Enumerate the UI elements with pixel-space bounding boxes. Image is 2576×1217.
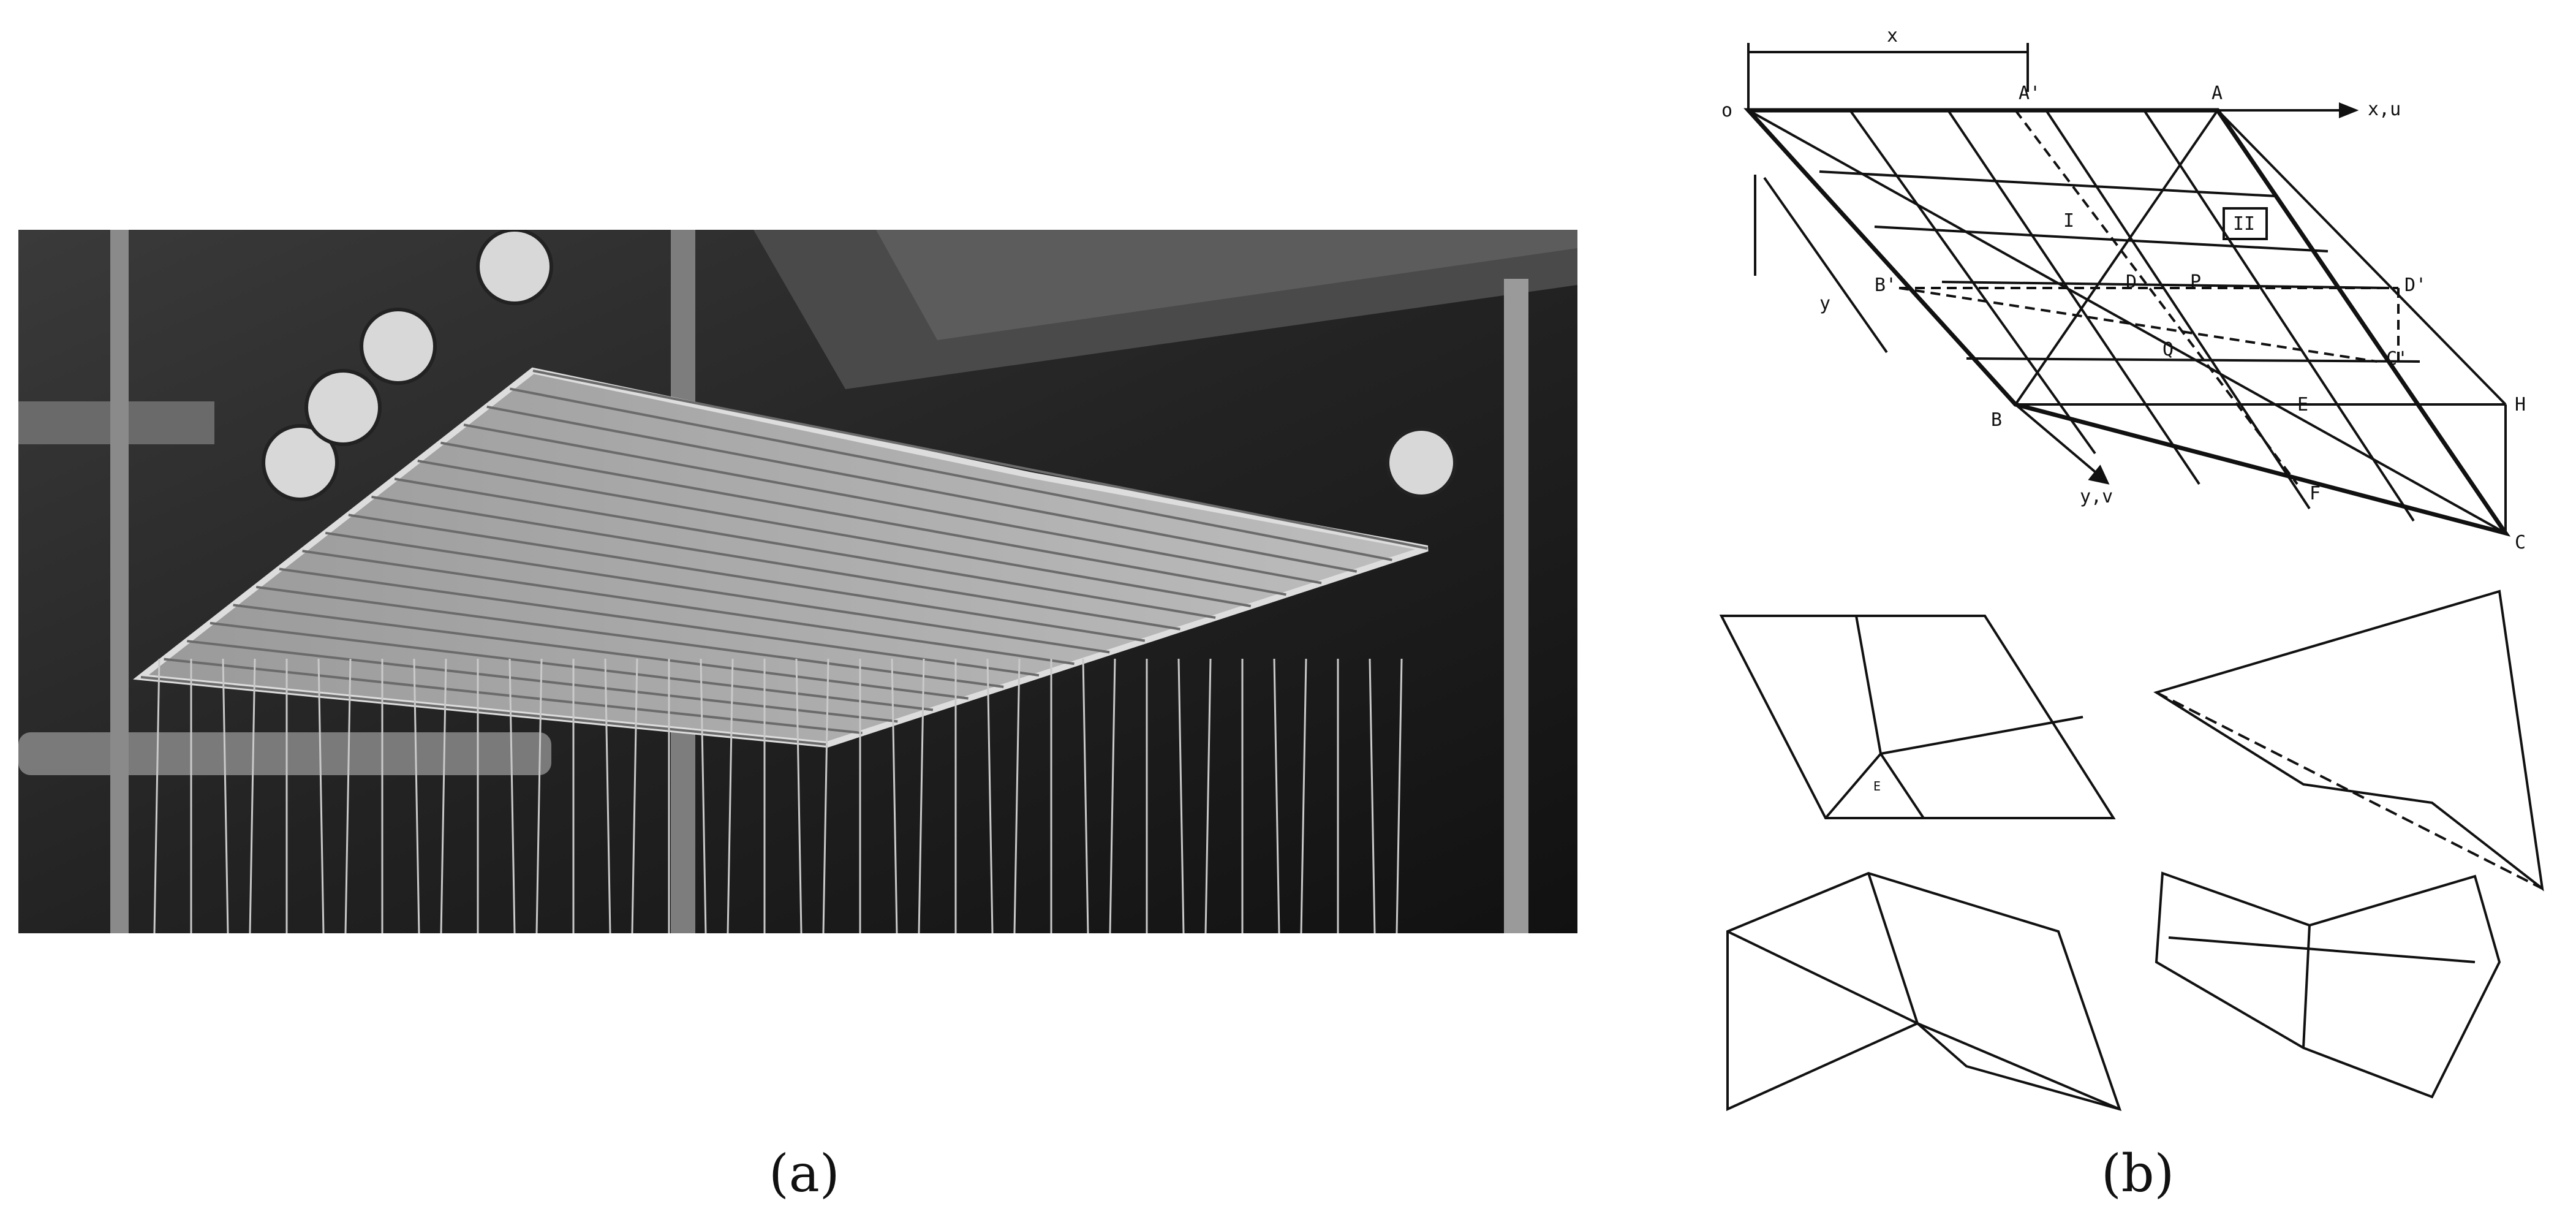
hanging-wire: [1082, 658, 1089, 933]
label-region-ii: II: [2233, 213, 2255, 235]
hanging-wire: [1109, 658, 1116, 933]
small-diagram-4: [2155, 871, 2501, 1099]
hanging-wire: [891, 658, 898, 933]
hanging-wire: [1177, 658, 1185, 933]
hanging-wire: [631, 658, 638, 933]
mesh-cable: [440, 441, 1286, 596]
hanging-wire: [1204, 658, 1212, 933]
hanging-wire: [222, 658, 229, 933]
label-point-c-prime: C': [2386, 348, 2408, 370]
label-point-h: H: [2515, 394, 2526, 415]
dial-gauges: [262, 230, 1457, 501]
small-diagram-2: [2153, 590, 2544, 892]
schematic-svg: x x,u y y,v o A' A B' D P D' Q C' B E H …: [1719, 25, 2544, 1112]
hanging-wire: [344, 658, 352, 933]
small-diagram-1: [1719, 615, 2116, 819]
caption-a: (a): [769, 1143, 840, 1204]
vertical-post: [110, 230, 129, 933]
mesh-cable: [509, 387, 1392, 561]
vertical-post: [1504, 279, 1528, 933]
mesh-cable: [255, 585, 1004, 688]
hanging-wire: [795, 658, 803, 933]
schematic-drawings: x x,u y y,v o A' A B' D P D' Q C' B E H …: [1617, 6, 2573, 1146]
mesh-cable: [463, 423, 1322, 585]
mesh-cable: [486, 405, 1358, 573]
dimension-line-y: [1763, 176, 1888, 354]
label-point-c: C: [2515, 532, 2526, 553]
hanging-wire: [1273, 658, 1280, 933]
label-small-e: E: [1873, 779, 1881, 794]
mesh-cable: [210, 621, 934, 711]
mesh-cable: [325, 531, 1110, 654]
label-point-d: D: [2126, 271, 2137, 293]
label-point-e: E: [2297, 394, 2308, 415]
hanging-wire: [1369, 658, 1376, 933]
floor-beam: [18, 732, 551, 775]
label-point-a: A: [2212, 83, 2223, 104]
mesh-cable: [532, 370, 1428, 550]
hanging-wire: [822, 658, 829, 933]
label-point-b-prime: B': [1875, 275, 1897, 296]
hanging-wire: [986, 658, 994, 933]
hanging-wire: [440, 658, 447, 933]
mesh-cable: [302, 550, 1075, 665]
hanging-wire: [727, 658, 734, 933]
mesh-cable: [279, 567, 1040, 677]
label-axis-y: y,v: [2080, 486, 2113, 507]
label-point-b: B: [1991, 409, 2002, 431]
label-y-dimension: y: [1819, 293, 1830, 314]
caption-b: (b): [2101, 1143, 2175, 1204]
hanging-wire: [317, 658, 325, 933]
hanging-wire: [508, 658, 516, 933]
hanging-wire: [1013, 658, 1021, 933]
hanging-wire: [535, 658, 543, 933]
mesh-cable: [394, 477, 1216, 619]
hanging-wire: [1300, 658, 1307, 933]
hanging-wire: [153, 658, 161, 933]
label-x-dimension: x: [1887, 25, 1898, 47]
mesh-cable: [187, 640, 898, 723]
axis-y-arrow: [2014, 403, 2096, 473]
label-point-q: Q: [2162, 339, 2174, 360]
small-diagram-3: [1726, 871, 2122, 1112]
photo-illustration: [18, 230, 1577, 933]
mesh-cable: [417, 460, 1252, 608]
hanging-wire: [604, 658, 611, 933]
hanging-wire: [413, 658, 420, 933]
label-point-o: o: [1721, 100, 1732, 121]
mesh-cable: [140, 676, 828, 746]
mesh-cable: [233, 604, 969, 700]
label-point-a-prime: A': [2019, 83, 2041, 104]
hanging-wire: [1396, 658, 1403, 933]
cable-net-photo: [18, 230, 1577, 933]
hanging-wire: [249, 658, 256, 933]
hanging-wire: [918, 658, 925, 933]
mesh-cable: [164, 658, 863, 735]
mesh-cable: [348, 514, 1146, 642]
label-region-i: I: [2063, 210, 2074, 232]
label-point-p: P: [2190, 271, 2201, 293]
label-point-f: F: [2310, 483, 2321, 504]
hanging-wire: [700, 658, 707, 933]
label-point-d-prime: D': [2404, 275, 2427, 296]
mesh-cable: [371, 495, 1180, 631]
label-axis-x: x,u: [2368, 99, 2401, 120]
